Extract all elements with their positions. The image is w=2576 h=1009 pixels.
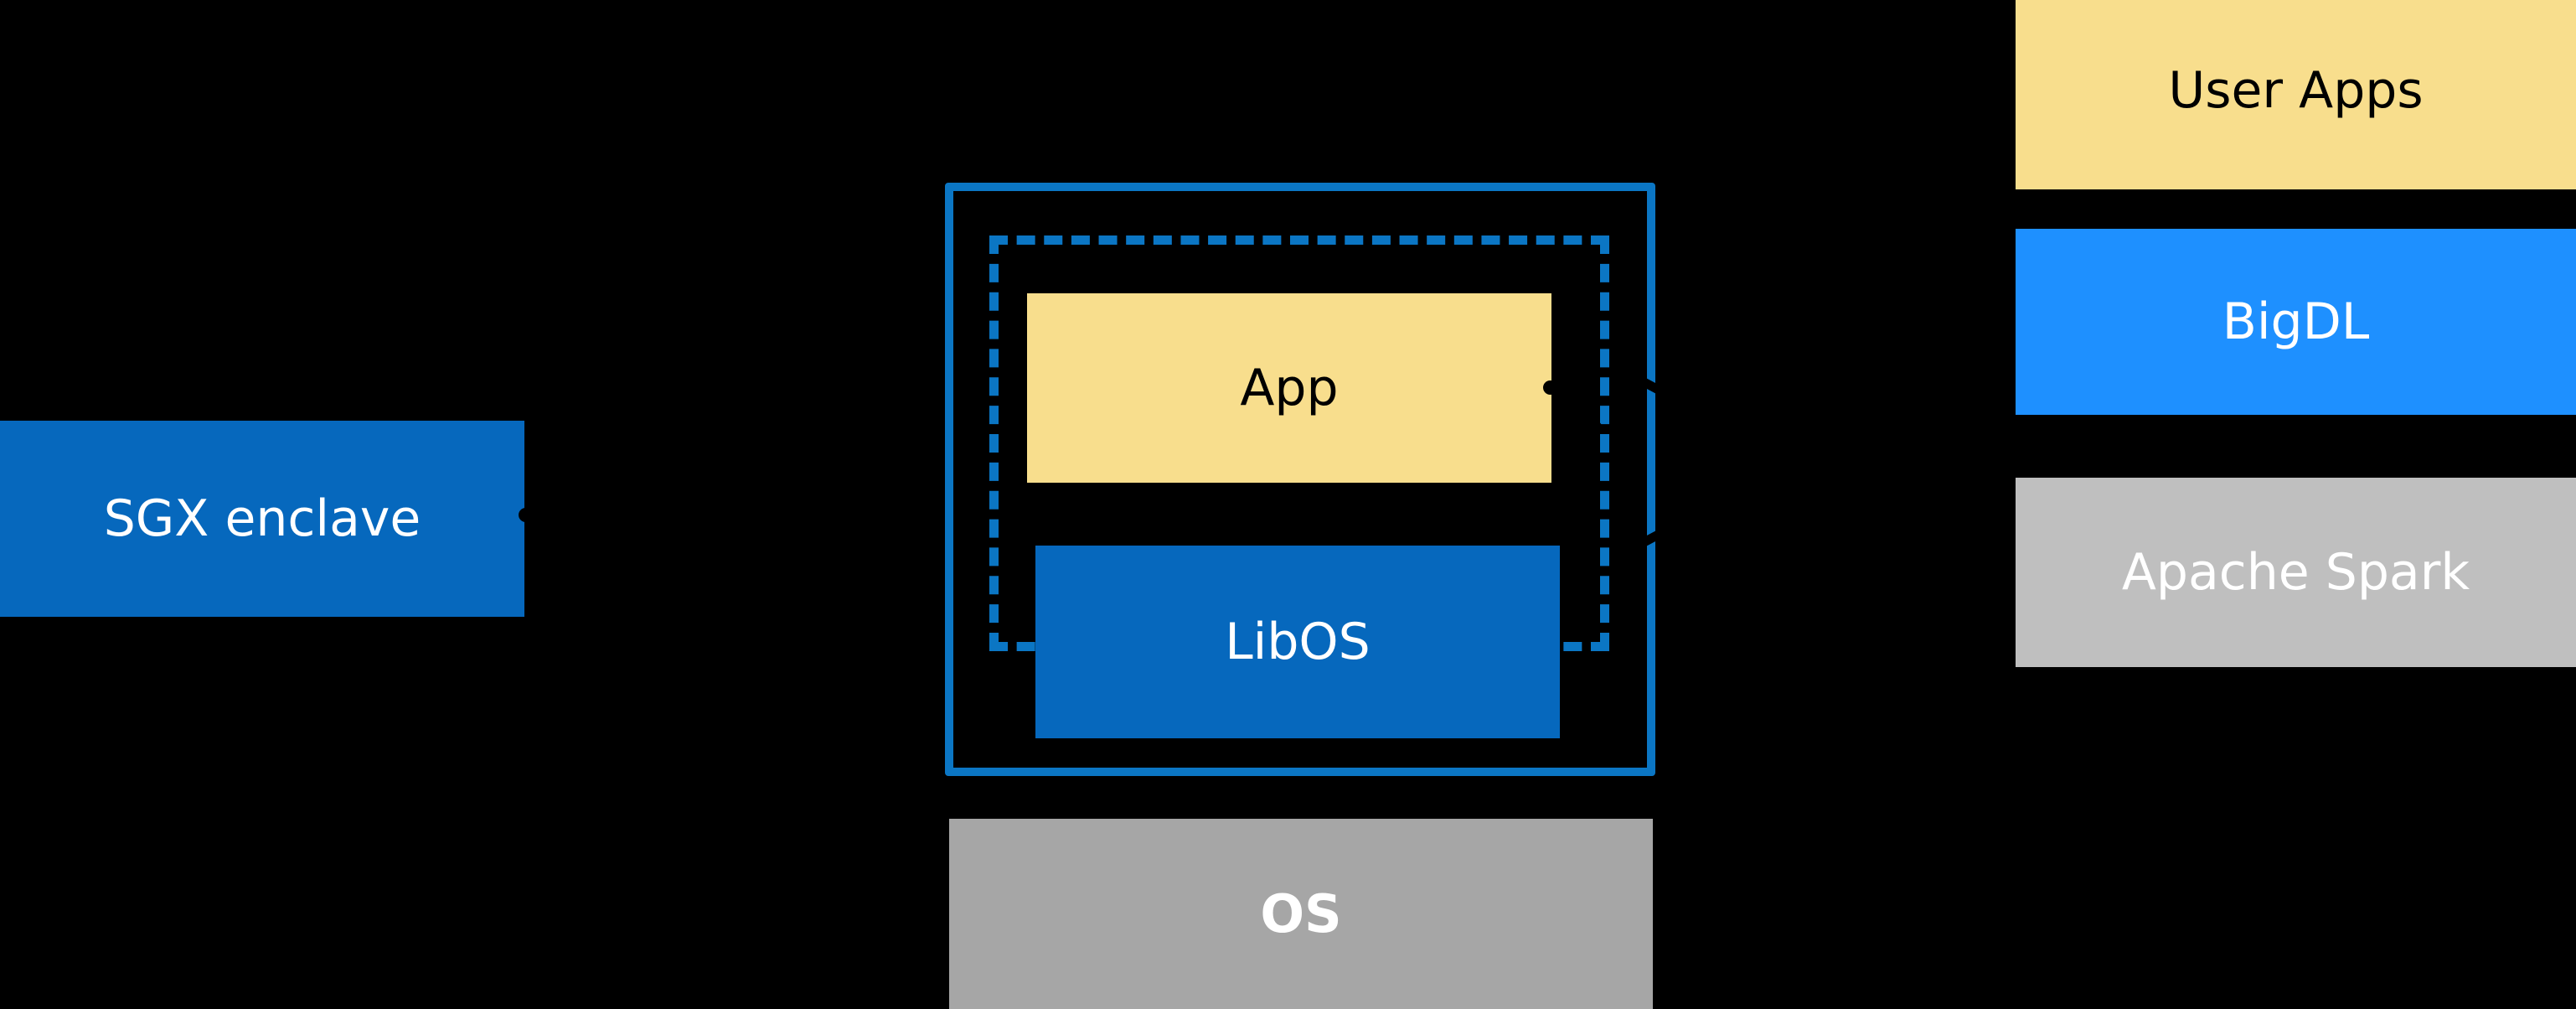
app-label: App xyxy=(1240,359,1339,417)
user-apps-box[interactable]: User Apps xyxy=(2016,0,2576,189)
apache-spark-label: Apache Spark xyxy=(2121,543,2470,602)
app-connector-dot xyxy=(1543,380,1557,395)
sgx-enclave-label: SGX enclave xyxy=(103,489,421,548)
bigdl-label: BigDL xyxy=(2222,292,2370,351)
libos-box[interactable]: LibOS xyxy=(1035,546,1560,738)
user-apps-label: User Apps xyxy=(2168,61,2424,120)
os-box[interactable]: OS xyxy=(949,819,1653,1009)
libos-label: LibOS xyxy=(1225,613,1371,671)
apache-spark-box[interactable]: Apache Spark xyxy=(2016,478,2576,667)
os-label: OS xyxy=(1260,882,1342,944)
bigdl-box[interactable]: BigDL xyxy=(2016,229,2576,415)
enclave-solid-boundary xyxy=(945,183,1655,776)
sgx-enclave-box[interactable]: SGX enclave xyxy=(0,421,524,617)
app-box[interactable]: App xyxy=(1027,293,1551,483)
sgx-connector-dot xyxy=(519,508,533,522)
